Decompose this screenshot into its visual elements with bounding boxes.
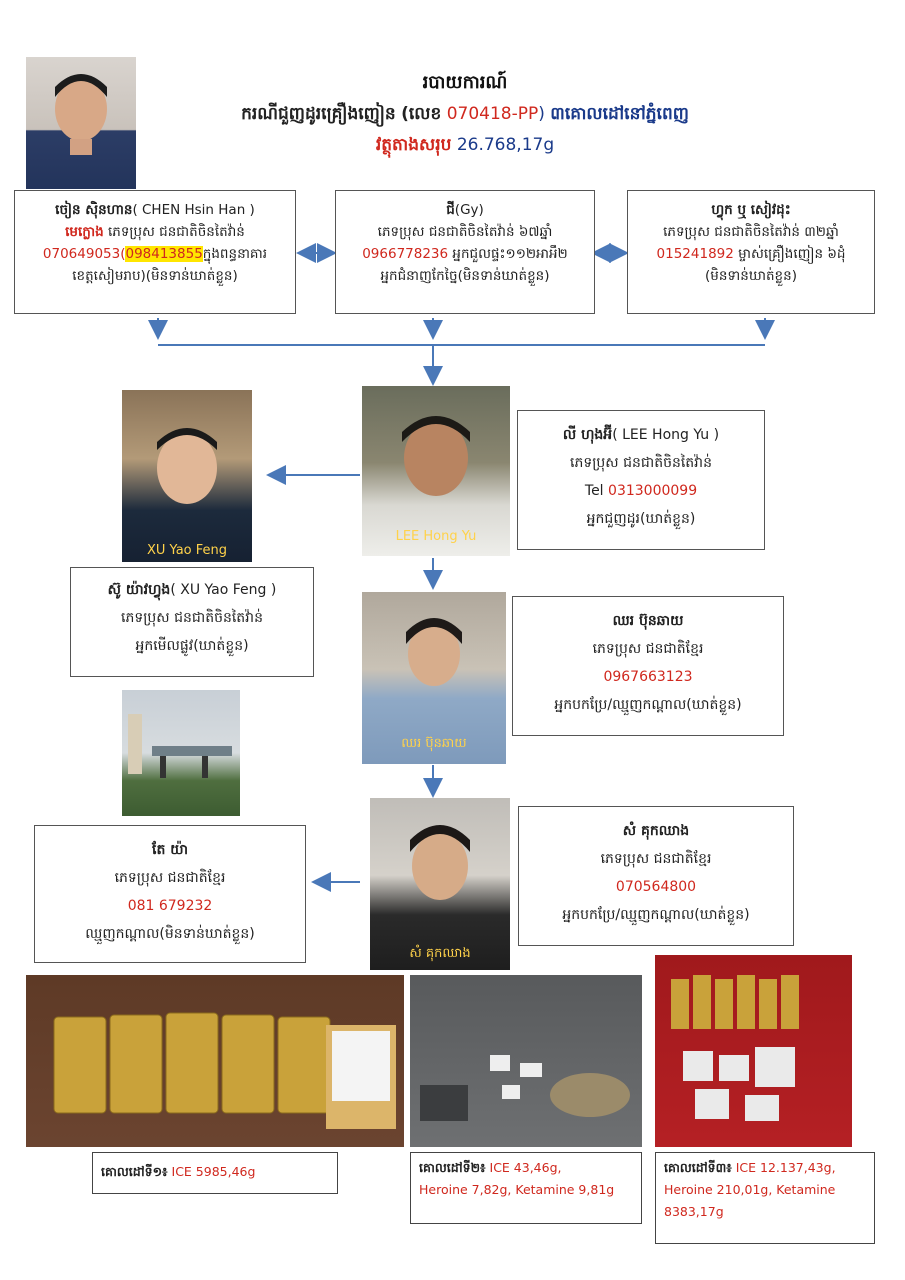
third-role: ម្ចាស់គ្រឿងញៀន ៦ដុំ xyxy=(738,246,846,262)
chen-gender: ភេទប្រុស ជនជាតិចិនតៃវ៉ាន់ xyxy=(108,224,245,240)
third-box: ហ្វុក ឬ សៀវដុះ ភេទប្រុស ជនជាតិចិនតៃវ៉ាន់… xyxy=(627,190,875,314)
header-evidence-total: 26.768,17g xyxy=(456,135,555,155)
third-status: (មិនទាន់ឃាត់ខ្លួន) xyxy=(705,268,797,284)
chheun-name-kh: ឈរ ប៊ុនឆាយ xyxy=(612,613,684,629)
sam-phone: 070564800 xyxy=(615,879,697,895)
scene-photo xyxy=(122,690,240,816)
chen-name-en: ( CHEN Hsin Han ) xyxy=(132,202,255,218)
gy-role: អ្នកជួលផ្ទះ១១២អាអឹ២ xyxy=(452,246,568,262)
gy-status: អ្នកជំនាញកែច្នៃ(មិនទាន់ឃាត់ខ្លួន) xyxy=(380,268,550,284)
header-case: ករណីជួញដូរគ្រឿងញៀន xyxy=(241,104,396,124)
chheun-box: ឈរ ប៊ុនឆាយ ភេទប្រុស ជនជាតិខ្មែរ 09676631… xyxy=(512,596,784,736)
header-targets: ៣គោលដៅនៅភ្នំពេញ xyxy=(550,104,689,124)
xu-status: អ្នកមើលផ្លូវ(ឃាត់ខ្លួន) xyxy=(135,638,249,654)
lee-phone: 0313000099 xyxy=(608,483,698,499)
third-phone: 015241892 xyxy=(656,246,734,262)
xu-name-en: ( XU Yao Feng ) xyxy=(170,582,277,598)
chen-phone1: 070649053( xyxy=(42,246,126,262)
chheun-gender: ភេទប្រុស ជនជាតិខ្មែរ xyxy=(592,641,704,657)
target-1-caption: គោលដៅទី១៖ ICE 5985,46g xyxy=(92,1152,338,1194)
header-evidence-label: វត្ថុតាងសរុប xyxy=(375,135,452,155)
xu-gender: ភេទប្រុស ជនជាតិចិនតៃវ៉ាន់ xyxy=(121,610,263,626)
xu-box: ស៊ូ យ៉ាវហ្វុង( XU Yao Feng ) ភេទប្រុស ជន… xyxy=(70,567,314,677)
lee-box: លី ហុងអ៊ី( LEE Hong Yu ) ភេទប្រុស ជនជាតិ… xyxy=(517,410,765,550)
tae-gender: ភេទប្រុស ជនជាតិខ្មែរ xyxy=(114,870,226,886)
header-no-label: (លេខ xyxy=(401,104,442,124)
evidence-photo-1 xyxy=(26,975,404,1147)
chen-portrait xyxy=(26,57,136,189)
tae-status: ឈ្មួញកណ្ដាល(មិនទាន់ឃាត់ខ្លួន) xyxy=(85,926,255,942)
target-3-value-1: ICE 12.137,43g, xyxy=(735,1160,836,1175)
sam-box: សំ គុកឈាង ភេទប្រុស ជនជាតិខ្មែរ 070564800… xyxy=(518,806,794,946)
sam-photo: សំ គុកឈាង xyxy=(370,798,510,970)
xu-name-kh: ស៊ូ យ៉ាវហ្វុង xyxy=(107,582,171,598)
target-2-label: គោលដៅទី២៖ xyxy=(419,1160,486,1175)
lee-name-kh: លី ហុងអ៊ី xyxy=(562,427,613,443)
chen-name-kh: ចៀន ស៊ិនហាន xyxy=(55,202,133,218)
chheun-phone: 0967663123 xyxy=(603,669,693,685)
target-2-value-2: Heroine 7,82g, Ketamine 9,81g xyxy=(419,1182,615,1197)
target-1-label: គោលដៅទី១៖ xyxy=(101,1164,168,1179)
lee-gender: ភេទប្រុស ជនជាតិចិនតៃវ៉ាន់ xyxy=(570,455,712,471)
gy-gender: ភេទប្រុស ជនជាតិចិនតៃវ៉ាន់ ៦៧ឆ្នាំ xyxy=(377,224,553,240)
third-name-kh: ហ្វុក ឬ សៀវដុះ xyxy=(711,202,791,218)
target-3-label: គោលដៅទី៣៖ xyxy=(664,1160,732,1175)
chheun-photo-caption: ឈរ ប៊ុនឆាយ xyxy=(401,736,467,751)
tae-box: តែ យ៉ា ភេទប្រុស ជនជាតិខ្មែរ 081 679232 ឈ… xyxy=(34,825,306,963)
target-3-value-2: Heroine 210,01g, Ketamine xyxy=(664,1182,836,1197)
target-3-value-3: 8383,17g xyxy=(664,1204,724,1219)
chen-role: មេក្លោង xyxy=(65,224,104,240)
evidence-photo-2 xyxy=(410,975,642,1147)
xu-photo-caption: XU Yao Feng xyxy=(146,543,227,558)
gy-name-en: (Gy) xyxy=(454,202,484,218)
lee-name-en: ( LEE Hong Yu ) xyxy=(612,427,720,443)
chen-status: ខេត្តសៀមរាប)(មិនទាន់ឃាត់ខ្លួន) xyxy=(72,268,238,284)
sam-photo-caption: សំ គុកឈាង xyxy=(409,946,471,961)
lee-photo: LEE Hong Yu xyxy=(362,386,510,556)
chen-box: ចៀន ស៊ិនហាន( CHEN Hsin Han ) មេក្លោង ភេទ… xyxy=(14,190,296,314)
gy-name-kh: ជី xyxy=(446,202,455,218)
gy-box: ជី(Gy) ភេទប្រុស ជនជាតិចិនតៃវ៉ាន់ ៦៧ឆ្នាំ… xyxy=(335,190,595,314)
sam-status: អ្នកបកប្រែ/ឈ្មួញកណ្ដាល(ឃាត់ខ្លួន) xyxy=(562,907,750,923)
target-2-caption: គោលដៅទី២៖ ICE 43,46g, Heroine 7,82g, Ket… xyxy=(410,1152,642,1224)
evidence-photo-3 xyxy=(655,955,852,1147)
chheun-photo: ឈរ ប៊ុនឆាយ xyxy=(362,592,506,764)
gy-phone: 0966778236 xyxy=(362,246,449,262)
lee-status: អ្នកជួញដូរ(ឃាត់ខ្លួន) xyxy=(586,511,696,527)
third-gender: ភេទប្រុស ជនជាតិចិនតៃវ៉ាន់ ៣២ឆ្នាំ xyxy=(663,224,839,240)
sam-gender: ភេទប្រុស ជនជាតិខ្មែរ xyxy=(600,851,712,867)
header-paren: ) xyxy=(538,104,545,124)
header-case-number: 070418-PP xyxy=(446,104,539,124)
xu-photo: XU Yao Feng xyxy=(122,390,252,562)
target-3-caption: គោលដៅទី៣៖ ICE 12.137,43g, Heroine 210,01… xyxy=(655,1152,875,1244)
chheun-status: អ្នកបកប្រែ/ឈ្មួញកណ្ដាល(ឃាត់ខ្លួន) xyxy=(554,697,742,713)
lee-tel-label: Tel xyxy=(584,483,604,499)
tae-name-kh: តែ យ៉ា xyxy=(152,842,188,858)
tae-phone: 081 679232 xyxy=(127,898,213,914)
target-1-value: ICE 5985,46g xyxy=(171,1164,256,1179)
target-2-value-1: ICE 43,46g, xyxy=(489,1160,562,1175)
chen-phone2: 098413855 xyxy=(125,246,203,262)
lee-photo-caption: LEE Hong Yu xyxy=(395,529,477,544)
chen-location: ក្នុងពន្ធនាគារ xyxy=(202,246,268,262)
sam-name-kh: សំ គុកឈាង xyxy=(622,823,690,839)
header-title: របាយការណ៍ xyxy=(422,72,508,93)
